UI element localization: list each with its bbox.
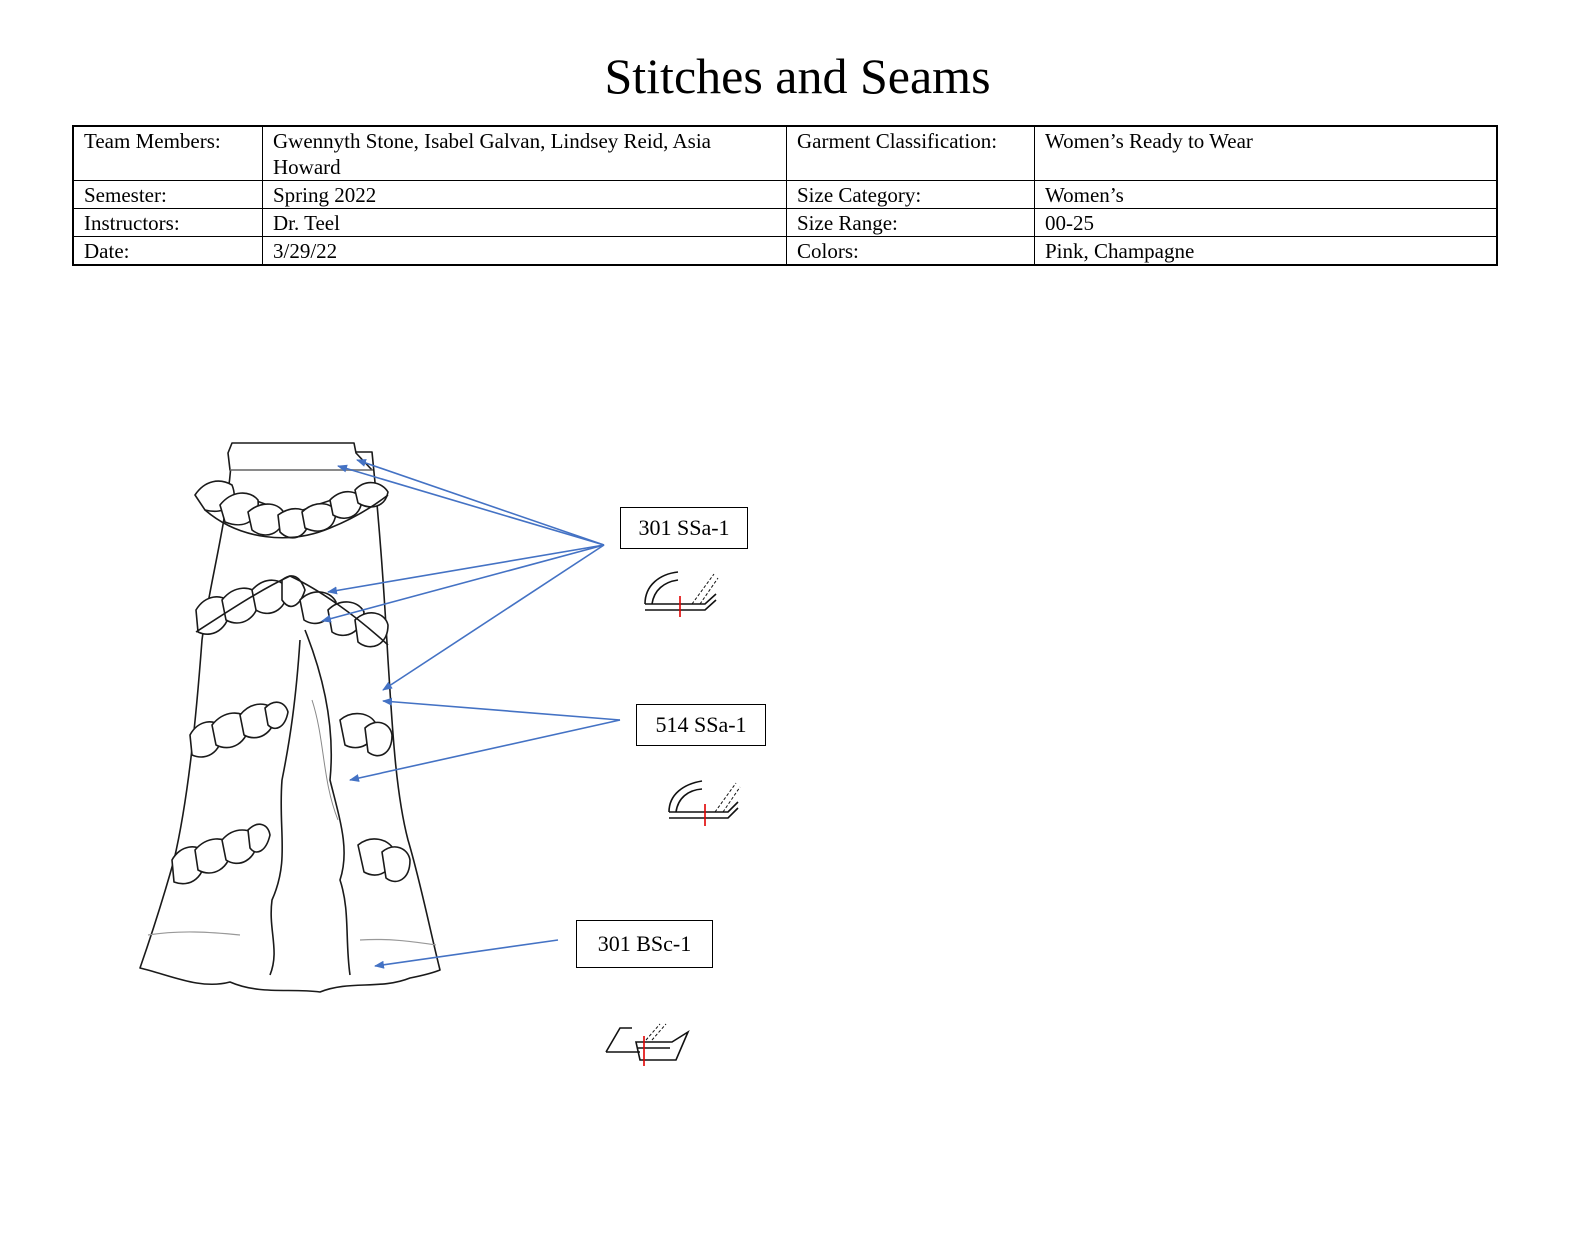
date-label: Date: — [72, 236, 263, 266]
colors-label: Colors: — [786, 236, 1035, 266]
hem-line — [147, 931, 437, 946]
arrows-301-ssa-1 — [321, 459, 605, 691]
colors-value: Pink, Champagne — [1034, 236, 1498, 266]
page-title: Stitches and Seams — [604, 48, 991, 104]
arrow-hem — [374, 939, 559, 969]
spec-row-instructors: Instructors: Dr. Teel Size Range: 00-25 — [72, 208, 1498, 237]
semester-label: Semester: — [72, 180, 263, 209]
seam-diagram-301-bsc-1 — [605, 1023, 690, 1066]
cascade-ruffle-left — [269, 639, 301, 976]
ruffle-tier-1 — [194, 480, 389, 539]
callout-301-bsc-1: 301 BSc-1 — [576, 920, 713, 968]
size-range-value: 00-25 — [1034, 208, 1498, 237]
arrows-301-bsc-1 — [374, 939, 559, 969]
callout-301-ssa-1: 301 SSa-1 — [620, 507, 748, 549]
arrow-waistband-seam — [337, 464, 605, 546]
seam-diagram-514-ssa-1 — [668, 780, 741, 826]
instructors-label: Instructors: — [72, 208, 263, 237]
arrow-tier2-upper — [327, 544, 605, 595]
ruffle-tier-2 — [195, 575, 389, 648]
seam-diagram-301-ssa-1 — [644, 571, 719, 617]
cascade-ruffle-right — [304, 629, 351, 976]
size-range-label: Size Range: — [786, 208, 1035, 237]
arrows-514-ssa-1 — [349, 697, 621, 782]
skirt-illustration — [139, 442, 441, 993]
waistband — [227, 442, 373, 471]
spec-row-date: Date: 3/29/22 Colors: Pink, Champagne — [72, 236, 1498, 266]
arrow-waistband-top — [356, 459, 605, 546]
arrow-514-slit — [349, 719, 621, 782]
ruffle-tier-3 — [189, 701, 393, 758]
arrow-514-side — [382, 697, 621, 721]
callout-514-ssa-1: 514 SSa-1 — [636, 704, 766, 746]
instructors-value: Dr. Teel — [262, 208, 787, 237]
arrow-tier2-lower — [321, 544, 605, 623]
spec-table: Team Members: Gwennyth Stone, Isabel Gal… — [72, 125, 1498, 266]
ruffle-tier-4 — [171, 823, 411, 885]
arrow-side-seam — [382, 544, 605, 691]
